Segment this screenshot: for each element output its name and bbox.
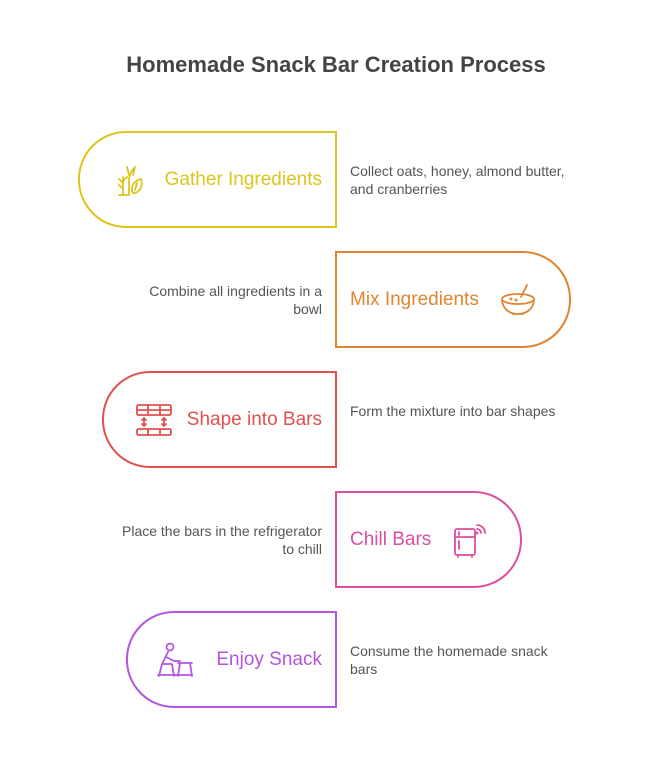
person-at-table-icon (156, 641, 194, 679)
step-description: Place the bars in the refrigerator to ch… (122, 523, 322, 557)
step-label: Shape into Bars (186, 408, 322, 430)
step-gather-ingredients: Gather Ingredients (78, 131, 337, 228)
page-title: Homemade Snack Bar Creation Process (126, 52, 546, 77)
step-description: Combine all ingredients in a bowl (149, 283, 322, 317)
step-enjoy-snack: Enjoy Snack (126, 611, 337, 708)
step-label: Gather Ingredients (164, 168, 322, 190)
step-description: Form the mixture into bar shapes (350, 403, 556, 419)
step-chill-bars: Chill Bars (335, 491, 522, 588)
step-description: Consume the homemade snack bars (350, 643, 548, 677)
bar-mold-icon (135, 401, 173, 439)
fridge-icon (451, 521, 489, 559)
step-shape-into-bars: Shape into Bars (102, 371, 337, 468)
step-label: Mix Ingredients (350, 288, 479, 310)
step-mix-ingredients: Mix Ingredients (335, 251, 571, 348)
step-description: Collect oats, honey, almond butter, and … (350, 163, 565, 197)
step-label: Chill Bars (350, 528, 432, 550)
step-label: Enjoy Snack (216, 648, 322, 670)
wheat-lemon-icon (113, 161, 151, 199)
bowl-spoon-icon (499, 281, 537, 319)
